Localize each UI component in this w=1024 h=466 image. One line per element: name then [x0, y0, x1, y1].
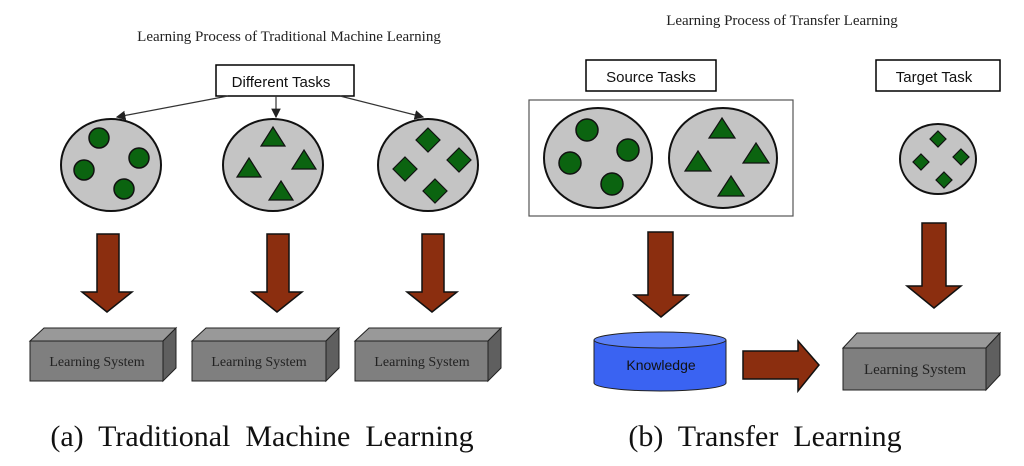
learning-system-box-transfer: Learning System [841, 331, 1002, 392]
task-set-triangles [222, 118, 324, 212]
learning-system-label: Learning System [49, 355, 144, 370]
diamond-shape [422, 178, 448, 204]
down-arrow-icon [904, 222, 964, 309]
circle-shape [113, 178, 135, 200]
circle-shape [600, 172, 624, 196]
source-tasks-box: Source Tasks [585, 59, 717, 92]
circle-shape [128, 147, 150, 169]
panel-a-caption: (a) Traditional Machine Learning [50, 420, 473, 453]
triangle-shape [259, 125, 287, 147]
task-set-diamonds [377, 118, 479, 212]
connector-right [339, 95, 425, 120]
panel-a-heading: Learning Process of Traditional Machine … [137, 29, 441, 45]
diamond-shape [912, 153, 930, 171]
task-connectors [115, 95, 425, 121]
triangle-shape [716, 174, 746, 197]
knowledge-store: Knowledge [593, 331, 727, 392]
target-task-label: Target Task [896, 69, 973, 86]
circle-shape [616, 138, 640, 162]
diamond-shape [392, 156, 418, 182]
circle-shape [558, 151, 582, 175]
down-arrow-icon [631, 231, 691, 318]
triangle-shape [235, 156, 263, 178]
circle-shape [73, 159, 95, 181]
source-task-circles [543, 107, 653, 209]
diamond-shape [952, 148, 970, 166]
learning-system-label: Learning System [211, 355, 306, 370]
down-arrow-icon [79, 233, 135, 313]
diamond-shape [446, 147, 472, 173]
source-tasks-label: Source Tasks [606, 69, 696, 86]
knowledge-label: Knowledge [626, 357, 695, 373]
circle-shape [575, 118, 599, 142]
triangle-shape [267, 179, 295, 201]
learning-system-box-3: Learning System [353, 326, 503, 383]
right-arrow-icon [742, 339, 820, 394]
connector-left [115, 95, 229, 121]
down-arrow-icon [249, 233, 305, 313]
triangle-shape [683, 149, 713, 172]
down-arrow-icon [404, 233, 460, 313]
learning-system-box-1: Learning System [28, 326, 178, 383]
task-set-circles [60, 118, 162, 212]
panel-b-caption: (b) Transfer Learning [628, 420, 901, 453]
learning-system-label: Learning System [864, 362, 966, 378]
triangle-shape [707, 116, 737, 139]
source-task-triangles [668, 107, 778, 209]
triangle-shape [290, 148, 318, 170]
triangle-shape [741, 141, 771, 164]
different-tasks-box: Different Tasks [215, 64, 355, 97]
diamond-shape [415, 127, 441, 153]
diamond-shape [935, 171, 953, 189]
diamond-shape [929, 130, 947, 148]
target-task-diamonds [899, 123, 977, 195]
learning-system-box-2: Learning System [190, 326, 341, 383]
target-task-box: Target Task [875, 59, 1001, 92]
learning-system-label: Learning System [374, 355, 469, 370]
different-tasks-label: Different Tasks [232, 74, 331, 91]
panel-b-heading: Learning Process of Transfer Learning [666, 13, 898, 29]
circle-shape [88, 127, 110, 149]
